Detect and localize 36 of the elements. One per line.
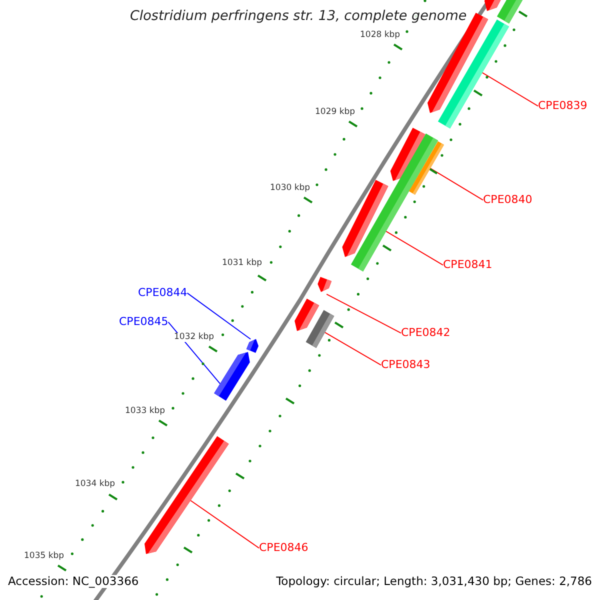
- info-text: Accession: NC_003366: [8, 575, 139, 588]
- scale-label: 1030 kbp: [270, 184, 310, 194]
- gene-feature: [484, 0, 502, 11]
- gene-feature: [294, 298, 320, 331]
- gene-label: CPE0839: [538, 100, 588, 112]
- gene-label: CPE0844: [138, 287, 188, 300]
- gene-label: CPE0841: [443, 259, 492, 272]
- scale-label: 1033 kbp: [125, 407, 166, 416]
- gene-label: CPE0840: [483, 194, 532, 206]
- gene-feature: [306, 310, 334, 348]
- leader-line: [190, 500, 260, 549]
- leader-line: [482, 72, 538, 107]
- leader-line: [386, 230, 444, 266]
- scale-label: 1032 kbp: [174, 333, 214, 342]
- gene-feature: [144, 436, 229, 554]
- gene-label: CPE0846: [259, 542, 308, 554]
- gene-label: CPE0843: [381, 359, 430, 372]
- gene-label: CPE0845: [119, 316, 168, 328]
- leader-line: [430, 168, 484, 201]
- leader-line: [324, 332, 382, 366]
- info-text: Topology: circular; Length: 3,031,430 bp; Genes: 2,786: [276, 575, 592, 588]
- gene-feature: [246, 339, 258, 353]
- gene-label: CPE0842: [401, 327, 450, 340]
- gene-feature: [496, 0, 524, 24]
- leader-line: [326, 294, 402, 334]
- title: Clostridium perfringens str. 13, complete genome: [130, 9, 467, 24]
- scale-label: 1029 kbp: [315, 108, 356, 118]
- scale-label: 1028 kbp: [360, 31, 400, 40]
- scale-label: 1034 kbp: [75, 480, 116, 490]
- gene-feature: [408, 141, 444, 195]
- scale-label: 1035 kbp: [24, 552, 64, 562]
- gene-feature: [214, 352, 250, 401]
- gene-feature: [318, 276, 332, 292]
- leader-line: [186, 292, 252, 340]
- scale-label: 1031 kbp: [222, 259, 262, 268]
- gene-feature: [342, 180, 388, 257]
